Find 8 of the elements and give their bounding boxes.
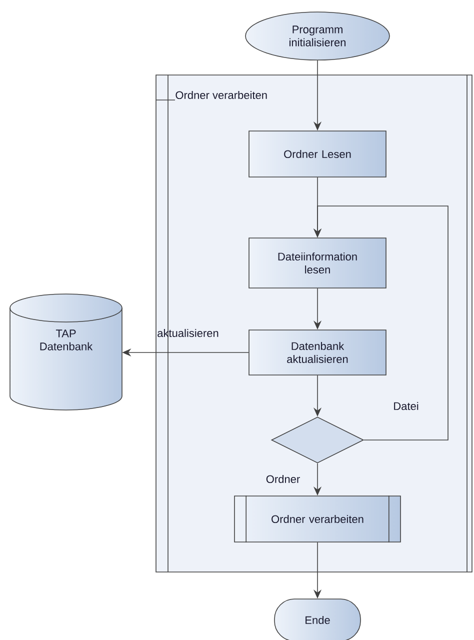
process-box: Datenbank aktualisieren — [248, 330, 386, 376]
edge-label: Datei — [394, 402, 418, 410]
database-cylinder: TAP Datenbank — [10, 294, 122, 410]
subprocess-box: Ordner verarbeiten — [234, 495, 401, 543]
edge-label: Ordner — [266, 474, 300, 484]
end-terminal: Ende — [274, 598, 361, 640]
process-box: Ordner Lesen — [248, 130, 386, 178]
process-box: Dateiinformation lesen — [248, 238, 386, 288]
